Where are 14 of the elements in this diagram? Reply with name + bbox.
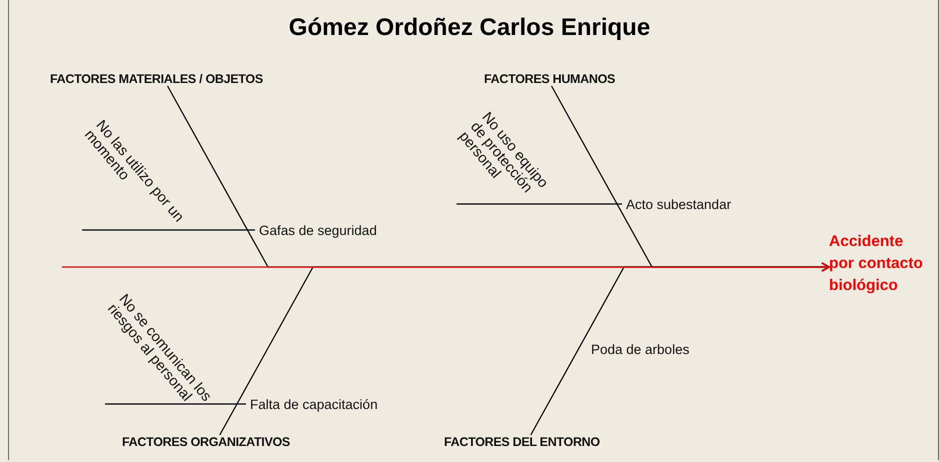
cause-label: Acto subestandar xyxy=(622,196,732,212)
category-heading: FACTORES MATERIALES / OBJETOS xyxy=(50,72,263,86)
effect-label: Accidente por contacto biológico xyxy=(829,231,929,297)
cause-label: Poda de arboles xyxy=(587,342,690,357)
sub-bone-line xyxy=(82,229,255,231)
category-heading: FACTORES DEL ENTORNO xyxy=(444,435,600,449)
category-heading: FACTORES ORGANIZATIVOS xyxy=(122,435,290,449)
cause-label: Falta de capacitación xyxy=(246,396,378,412)
cause-label: Gafas de seguridad xyxy=(255,222,377,238)
sub-bone-line xyxy=(105,403,246,405)
sub-bone-line xyxy=(456,203,622,205)
spine-arrow xyxy=(62,262,830,272)
diagram-title: Gómez Ordoñez Carlos Enrique xyxy=(288,14,652,42)
category-heading: FACTORES HUMANOS xyxy=(484,72,616,86)
